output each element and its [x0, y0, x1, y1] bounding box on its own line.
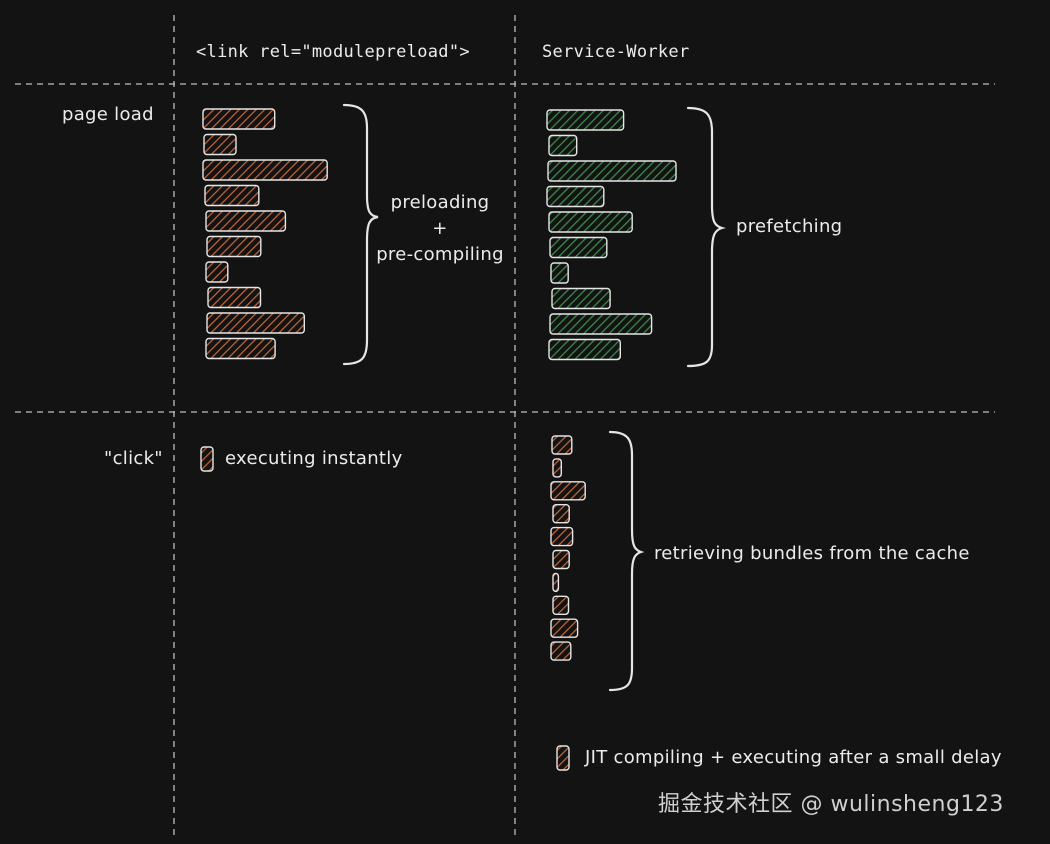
sw-page-load-bar-1 [546, 109, 625, 131]
annotation-preloading: preloading [390, 192, 490, 213]
sw-page-load-bar-5 [548, 211, 633, 233]
sw-page-load-bar-2 [548, 134, 578, 157]
annotation-plus: + [432, 218, 448, 239]
column-header-service-worker: Service-Worker [542, 42, 690, 62]
brace-preloading [342, 103, 379, 366]
preload-page-load-bar-8 [207, 286, 262, 309]
preload-page-load-bar-5 [205, 210, 287, 232]
sw-click-bar-7 [552, 572, 560, 593]
row-label-page-load: page load [62, 104, 154, 125]
sw-click-bar-4 [552, 504, 570, 524]
sw-page-load-bar-10 [548, 338, 622, 361]
sw-click-bar-9 [550, 618, 579, 638]
sw-click-bar-5 [550, 526, 574, 547]
sw-click-bar-3 [550, 481, 586, 501]
bar-groups [200, 108, 677, 771]
sw-page-load-bar-9 [549, 313, 653, 335]
column-header-modulepreload: <link rel="modulepreload"> [196, 42, 470, 62]
preload-page-load-bar-4 [204, 184, 260, 207]
grid-lines [15, 15, 995, 835]
preload-page-load-bar-3 [202, 159, 328, 181]
brace-prefetching [686, 106, 726, 368]
sw-page-load-bar-7 [550, 262, 569, 284]
sw-page-load-bar-3 [547, 160, 677, 182]
watermark: 掘金技术社区 @ wulinsheng123 [658, 792, 1004, 817]
sw-click-bar-2 [552, 458, 563, 478]
sw-page-load-bar-4 [546, 185, 605, 208]
sw-click-bar-8 [552, 595, 570, 615]
sw-page-load-bar-8 [551, 287, 611, 310]
sw-click-bar-10 [550, 641, 572, 661]
preload-page-load-bar-2 [203, 133, 237, 156]
annotation-jit-compiling: JIT compiling + executing after a small … [585, 747, 1002, 768]
sw-click-bar-6 [552, 549, 570, 570]
annotation-precompiling: pre-compiling [376, 244, 504, 265]
jit-legend-bar-1 [556, 745, 570, 771]
annotation-executing-instantly: executing instantly [225, 448, 403, 469]
brace-retrieving [608, 430, 645, 692]
sw-click-bar-1 [551, 435, 573, 455]
preload-click-bar-1 [200, 446, 214, 472]
annotation-retrieving-bundles: retrieving bundles from the cache [654, 543, 970, 564]
preload-page-load-bar-7 [205, 261, 229, 283]
preload-page-load-bar-9 [206, 312, 306, 334]
preload-page-load-bar-10 [205, 337, 276, 360]
annotation-prefetching: prefetching [736, 216, 843, 237]
preload-page-load-bar-1 [202, 108, 276, 130]
row-label-click: "click" [104, 448, 163, 469]
preload-page-load-bar-6 [206, 235, 262, 258]
sw-page-load-bar-6 [549, 236, 608, 259]
